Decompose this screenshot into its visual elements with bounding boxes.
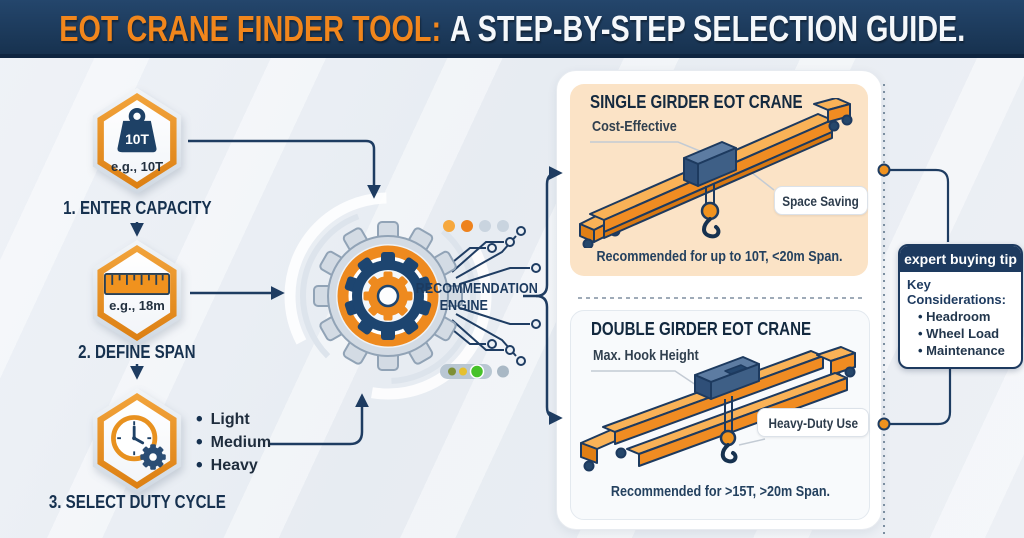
step-capacity-hexagon: 10T e.g., 10T bbox=[89, 88, 185, 194]
leader-lines bbox=[591, 370, 766, 446]
panel-double-girder: DOUBLE GIRDER EOT CRANE bbox=[570, 310, 870, 520]
expert-tip-subtitle: Key Considerations: bbox=[907, 277, 1006, 307]
double-girder-crane-illustration bbox=[580, 346, 856, 472]
expert-tip-box: expert buying tip Key Considerations: He… bbox=[898, 244, 1023, 369]
feature-label-heavy-duty-use: Heavy-Duty Use bbox=[757, 408, 869, 437]
panel-title: DOUBLE GIRDER EOT CRANE bbox=[591, 319, 812, 339]
panel-single-girder: SINGLE GIRDER EOT CRANE bbox=[570, 84, 868, 276]
step-label-span: 2. DEFINE SPAN bbox=[78, 342, 196, 362]
page-title-rest: A STEP-BY-STEP SELECTION GUIDE. bbox=[449, 8, 965, 49]
weight-icon-text: 10T bbox=[125, 131, 149, 147]
step-duty-hexagon bbox=[89, 388, 185, 494]
span-example: e.g., 18m bbox=[109, 298, 165, 313]
tip-item-wheel-load: Wheel Load bbox=[907, 326, 1014, 343]
tip-item-maintenance: Maintenance bbox=[907, 343, 1014, 360]
feature-label-max-hook-height: Max. Hook Height bbox=[593, 347, 699, 364]
recommendation-text: Recommended for up to 10T, <20m Span. bbox=[595, 248, 843, 265]
duty-option-medium: Medium bbox=[196, 433, 271, 452]
ruler-icon bbox=[104, 273, 170, 295]
recommendation-engine-label: RECOMMENDATION ENGINE bbox=[415, 280, 538, 314]
step-span-hexagon: e.g., 18m bbox=[89, 240, 185, 346]
expert-tip-header: expert buying tip bbox=[900, 246, 1021, 272]
step-label-duty: 3. SELECT DUTY CYCLE bbox=[48, 492, 226, 512]
page-title-highlight: EOT CRANE FINDER TOOL: bbox=[59, 8, 441, 49]
recommendation-text: Recommended for >15T, >20m Span. bbox=[610, 483, 830, 500]
duty-option-light: Light bbox=[196, 410, 250, 429]
clock-gear-icon bbox=[111, 415, 166, 470]
weight-icon: 10T bbox=[117, 108, 157, 153]
step-label-capacity: 1. ENTER CAPACITY bbox=[62, 198, 212, 218]
page-title: EOT CRANE FINDER TOOL: A STEP-BY-STEP SE… bbox=[59, 8, 965, 50]
panel-title: SINGLE GIRDER EOT CRANE bbox=[590, 92, 803, 112]
duty-option-heavy: Heavy bbox=[196, 456, 258, 475]
gear-icon bbox=[140, 444, 166, 470]
header-bar: EOT CRANE FINDER TOOL: A STEP-BY-STEP SE… bbox=[0, 0, 1024, 58]
single-girder-crane-illustration bbox=[579, 98, 853, 248]
feature-label-cost-effective: Cost-Effective bbox=[592, 118, 677, 135]
feature-label-space-saving: Space Saving bbox=[774, 186, 868, 215]
tip-item-headroom: Headroom bbox=[907, 309, 1014, 326]
capacity-example: e.g., 10T bbox=[110, 159, 164, 174]
